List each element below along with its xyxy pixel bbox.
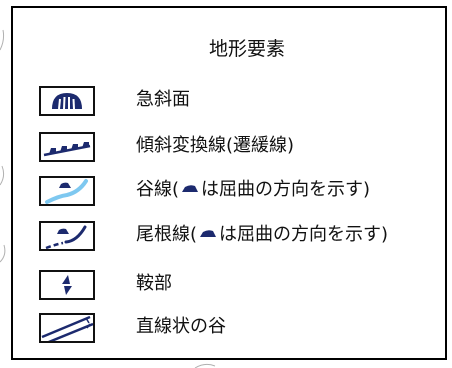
legend-label: 鞍部	[136, 273, 172, 294]
slope-break-line-icon	[39, 132, 95, 162]
bend-direction-icon	[200, 230, 217, 237]
saddle-icon	[39, 270, 95, 300]
legend-title: 地形要素	[208, 38, 285, 60]
legend-label: 急斜面	[136, 89, 190, 110]
map-legend: 地形要素 急斜面	[11, 6, 447, 360]
linear-valley-icon	[39, 313, 95, 343]
ridge-line-icon	[39, 221, 95, 251]
valley-line-icon	[39, 176, 95, 206]
legend-label: 尾根線(は屈曲の方向を示す)	[136, 224, 389, 245]
steep-slope-icon	[39, 86, 95, 116]
legend-label: 直線状の谷	[136, 316, 226, 337]
bend-direction-icon	[182, 185, 199, 192]
legend-label: 傾斜変換線(遷緩線)	[136, 135, 295, 156]
legend-label: 谷線(は屈曲の方向を示す)	[136, 179, 371, 200]
